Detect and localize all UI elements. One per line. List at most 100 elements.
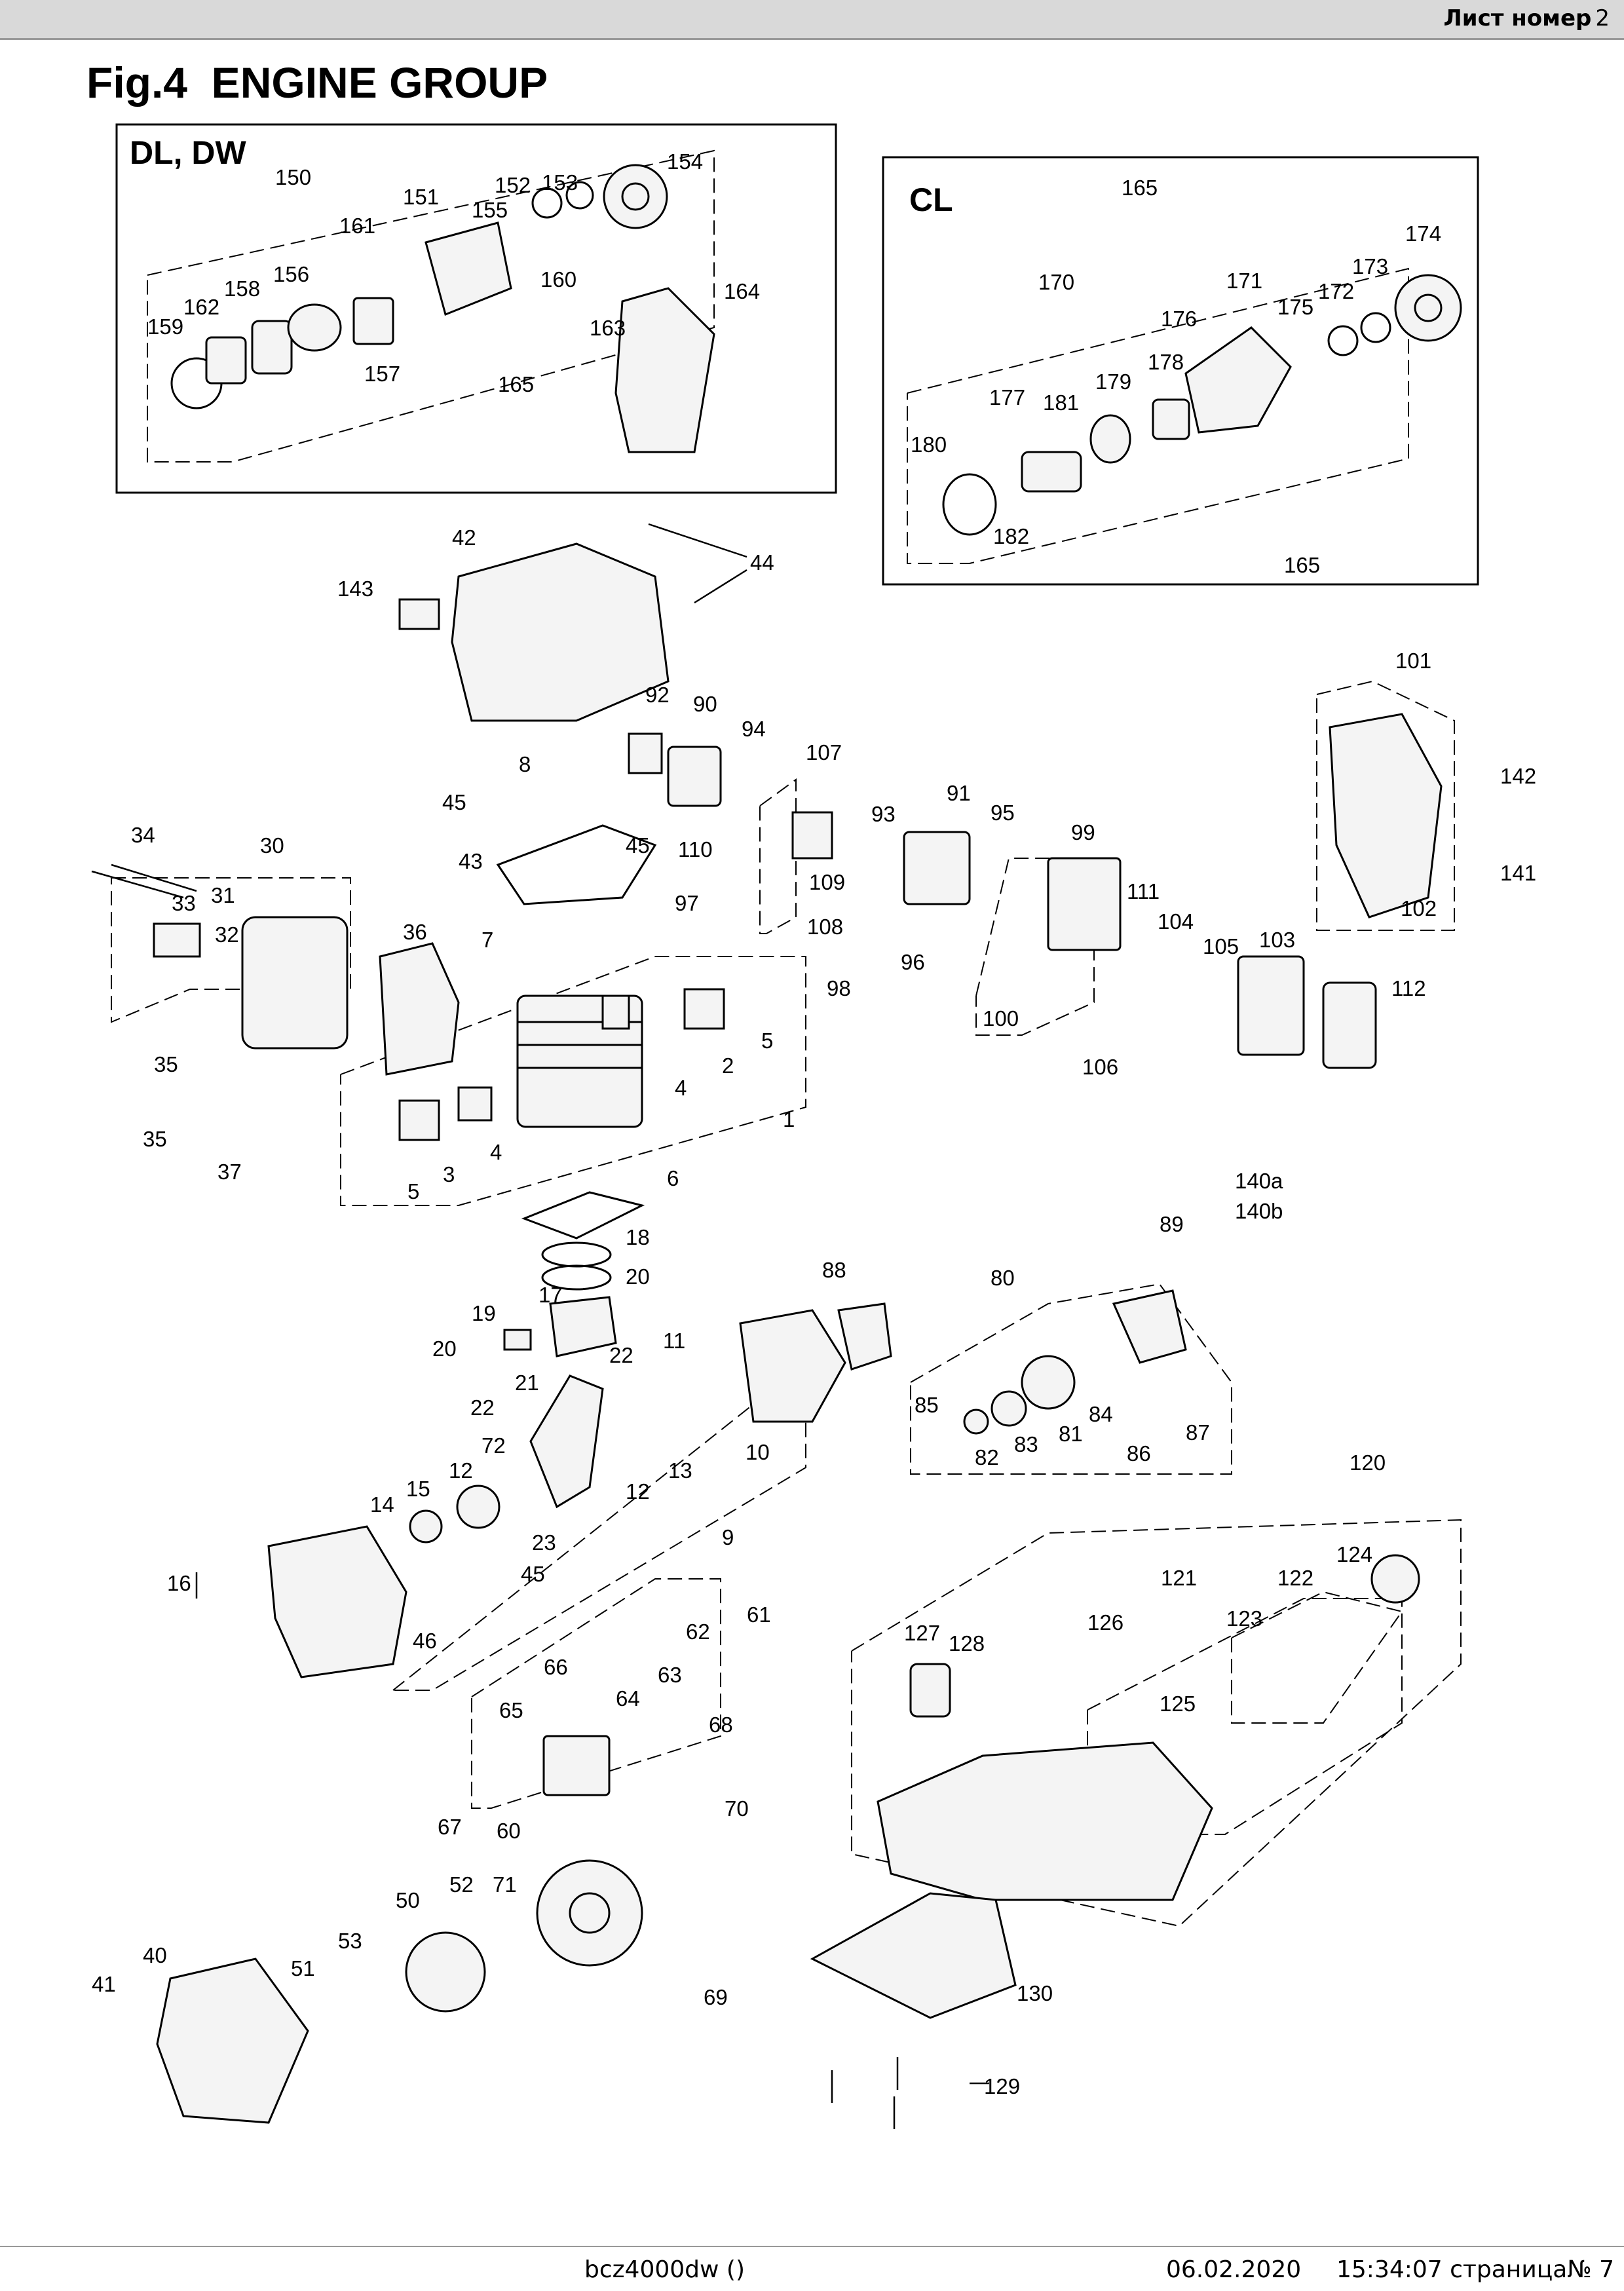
callout-105: 105 — [1203, 934, 1239, 958]
callout-64: 64 — [616, 1686, 640, 1711]
callout-21: 21 — [515, 1371, 539, 1395]
callout-165: 165 — [498, 372, 534, 396]
callout-180: 180 — [911, 432, 947, 457]
callout-121: 121 — [1161, 1566, 1197, 1590]
callout-12-b: 12 — [626, 1479, 650, 1504]
callout-19: 19 — [472, 1301, 496, 1325]
callout-99: 99 — [1071, 820, 1095, 844]
callout-122: 122 — [1277, 1566, 1313, 1590]
callout-98: 98 — [827, 976, 851, 1000]
callout-173: 173 — [1352, 254, 1388, 278]
callout-18: 18 — [626, 1225, 650, 1249]
callout-140b: 140b — [1235, 1199, 1283, 1223]
callout-1: 1 — [783, 1107, 795, 1131]
callout-50: 50 — [396, 1888, 420, 1912]
group-101-outline — [1316, 680, 1455, 931]
callout-84: 84 — [1089, 1402, 1113, 1426]
group-121-outline — [1087, 1598, 1403, 1835]
callout-15: 15 — [406, 1477, 430, 1501]
callout-23: 23 — [532, 1530, 556, 1555]
callout-95: 95 — [991, 801, 1015, 825]
callout-87: 87 — [1186, 1420, 1210, 1445]
callout-160: 160 — [540, 267, 576, 292]
callout-30: 30 — [260, 833, 284, 858]
callout-33: 33 — [172, 891, 196, 915]
group-120-outline — [851, 1519, 1462, 1927]
callout-107: 107 — [806, 740, 842, 765]
callout-124: 124 — [1336, 1542, 1372, 1566]
callout-90: 90 — [693, 692, 717, 716]
callout-123: 123 — [1226, 1606, 1262, 1631]
callout-69: 69 — [704, 1985, 728, 2009]
dl-dw-inset-box — [115, 123, 837, 494]
callout-45-c: 45 — [521, 1562, 545, 1586]
callout-4-b: 4 — [490, 1140, 502, 1164]
callout-178: 178 — [1148, 350, 1184, 374]
callout-143: 143 — [337, 577, 373, 601]
callout-42: 42 — [452, 525, 476, 550]
callout-51: 51 — [291, 1956, 315, 1980]
callout-86: 86 — [1127, 1441, 1151, 1466]
callout-174: 174 — [1405, 221, 1441, 246]
callout-22-b: 22 — [609, 1343, 633, 1367]
footer-time-page: 15:34:07 страница№ 7 — [1336, 2256, 1615, 2283]
callout-20-b: 20 — [432, 1336, 457, 1361]
callout-67: 67 — [438, 1815, 462, 1839]
callout-66: 66 — [544, 1655, 568, 1679]
callout-157: 157 — [364, 362, 400, 386]
callout-5-b: 5 — [407, 1179, 419, 1203]
callout-159: 159 — [147, 314, 183, 339]
callout-108: 108 — [807, 915, 843, 939]
callout-109: 109 — [809, 870, 845, 894]
callout-45-b: 45 — [626, 833, 650, 858]
callout-153: 153 — [542, 170, 578, 195]
callout-85: 85 — [915, 1393, 939, 1417]
callout-182: 182 — [993, 524, 1029, 548]
callout-65: 65 — [499, 1698, 523, 1722]
callout-170: 170 — [1038, 270, 1074, 294]
callout-177: 177 — [989, 385, 1025, 409]
group-107-outline — [759, 778, 797, 934]
callout-141: 141 — [1500, 861, 1536, 885]
callout-89: 89 — [1160, 1212, 1184, 1236]
callout-7: 7 — [482, 928, 493, 952]
callout-46: 46 — [413, 1629, 437, 1653]
callout-126: 126 — [1087, 1610, 1124, 1635]
callout-32: 32 — [215, 922, 239, 947]
callout-103: 103 — [1259, 928, 1295, 952]
callout-179: 179 — [1095, 369, 1131, 394]
callout-130: 130 — [1017, 1981, 1053, 2005]
group-61-outline — [471, 1578, 721, 1809]
callout-156: 156 — [273, 262, 309, 286]
callout-129: 129 — [984, 2074, 1020, 2098]
callout-165-cl-bottom: 165 — [1284, 553, 1320, 577]
callout-35: 35 — [154, 1052, 178, 1076]
callout-80: 80 — [991, 1266, 1015, 1290]
cl-label: CL — [909, 181, 953, 218]
callout-81: 81 — [1059, 1422, 1083, 1446]
footer-document-name: bcz4000dw () — [584, 2256, 745, 2283]
callout-102: 102 — [1401, 896, 1437, 920]
callout-83: 83 — [1014, 1432, 1038, 1456]
callout-17: 17 — [538, 1283, 563, 1307]
callout-2: 2 — [722, 1053, 734, 1078]
callout-14: 14 — [370, 1492, 394, 1517]
callout-70: 70 — [725, 1796, 749, 1821]
callout-41: 41 — [92, 1972, 116, 1996]
callout-5: 5 — [761, 1029, 773, 1053]
callout-36: 36 — [403, 920, 427, 944]
sheet-label-text: Лист номер — [1443, 5, 1592, 31]
callout-62: 62 — [686, 1619, 710, 1644]
callout-110: 110 — [678, 837, 713, 861]
callout-72: 72 — [482, 1433, 506, 1458]
callout-181: 181 — [1043, 390, 1079, 415]
callout-44: 44 — [750, 550, 774, 575]
callout-91: 91 — [947, 781, 971, 805]
footer-date: 06.02.2020 — [1166, 2256, 1302, 2283]
callout-71: 71 — [493, 1872, 517, 1897]
group-122-outline — [1231, 1591, 1403, 1724]
callout-40: 40 — [143, 1943, 167, 1967]
callout-60: 60 — [497, 1819, 521, 1843]
